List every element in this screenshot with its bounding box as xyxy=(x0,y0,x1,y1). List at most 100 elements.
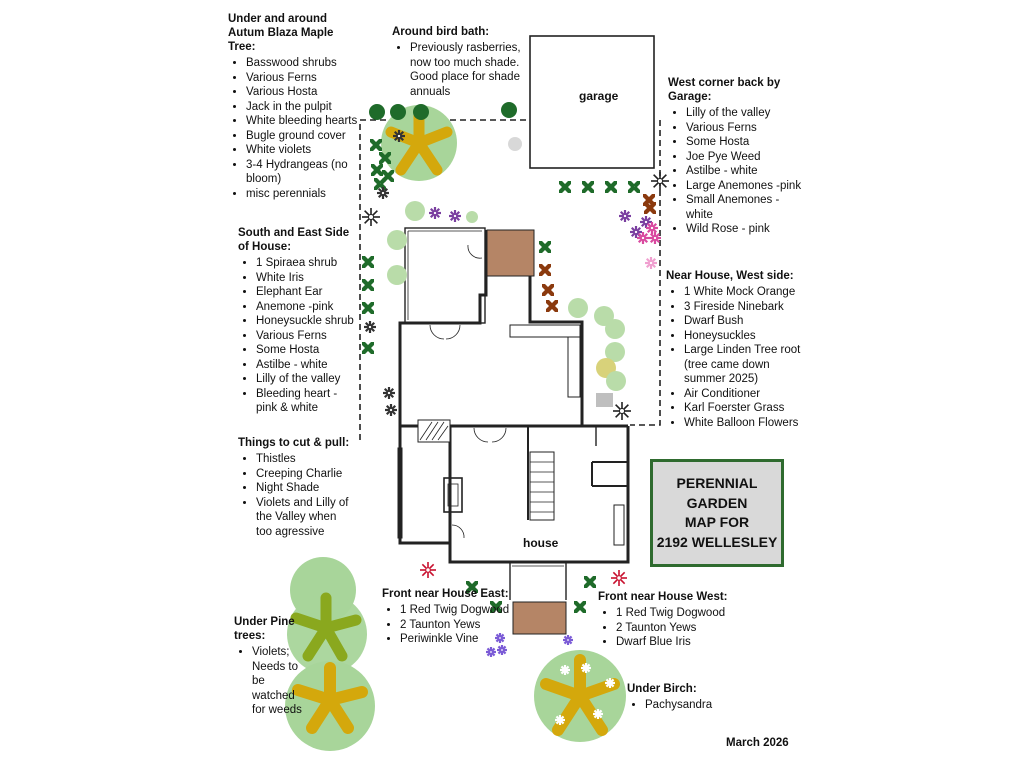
fern-icon xyxy=(643,194,655,206)
title-line: MAP FOR xyxy=(684,514,750,530)
flower-icon xyxy=(377,187,389,199)
note-title: Front near House East: xyxy=(382,588,509,600)
note-item: Bleeding heart - pink & white xyxy=(256,387,358,416)
note-item: Violets and Lilly of the Valley when too… xyxy=(256,496,350,540)
note-title: West corner back by Garage: xyxy=(668,77,781,103)
note-item: Bugle ground cover xyxy=(246,129,358,144)
note-item: Basswood shrubs xyxy=(246,56,358,71)
title-line: GARDEN xyxy=(686,494,748,511)
note-item: Small Anemones - white xyxy=(686,193,808,222)
note-list: Previously rasberries, now too much shad… xyxy=(392,41,527,99)
fern-icon xyxy=(539,264,551,276)
note-title: Under Pine trees: xyxy=(234,616,295,642)
thistle-icon xyxy=(651,172,669,190)
note-item: Some Hosta xyxy=(686,135,808,150)
note-item: Various Ferns xyxy=(256,329,358,344)
note-item: White bleeding hearts xyxy=(246,114,358,129)
note-item: Pachysandra xyxy=(645,698,727,713)
note-item: Various Hosta xyxy=(246,85,358,100)
fern-icon xyxy=(382,170,394,182)
note-item: 3 Fireside Ninebark xyxy=(684,300,806,315)
fern-icon xyxy=(370,139,382,151)
periwinkle-icon xyxy=(495,633,505,643)
garage xyxy=(529,35,655,169)
note-item: 1 Spiraea shrub xyxy=(256,256,358,271)
note-item: Night Shade xyxy=(256,481,350,496)
house-floor-plan xyxy=(397,227,630,600)
flower-icons xyxy=(362,130,669,725)
bird-bath xyxy=(508,137,522,151)
maple-tree xyxy=(381,105,457,181)
note-item: Large Anemones -pink xyxy=(686,179,808,194)
fern-icon xyxy=(490,601,502,613)
note-item: Previously rasberries, now too much shad… xyxy=(410,41,527,99)
note-item: misc perennials xyxy=(246,187,358,202)
note-item: Dwarf Blue Iris xyxy=(616,635,733,650)
fern-icon xyxy=(605,181,617,193)
note-title: Under Birch: xyxy=(627,683,697,695)
fern-icon xyxy=(559,181,571,193)
fern-icon xyxy=(574,601,586,613)
fern-icon xyxy=(628,181,640,193)
note-item: Various Ferns xyxy=(686,121,808,136)
note-title: South and East Side of House: xyxy=(238,227,350,253)
note-item: Anemone -pink xyxy=(256,300,358,315)
note-list: 1 White Mock Orange3 Fireside NinebarkDw… xyxy=(666,285,806,430)
note-maple: Under and around Autum Blaza Maple Tree:… xyxy=(228,12,358,201)
note-item: Elephant Ear xyxy=(256,285,358,300)
pine-trees xyxy=(285,557,375,751)
note-item: Honeysuckles xyxy=(684,329,806,344)
thistle-icon xyxy=(362,208,380,226)
ferns-top-row xyxy=(369,102,517,120)
fern-icon xyxy=(362,256,374,268)
fern-icon xyxy=(362,302,374,314)
note-list: Basswood shrubsVarious FernsVarious Host… xyxy=(228,56,358,201)
air-conditioner xyxy=(596,393,613,407)
fern-icon xyxy=(582,181,594,193)
flower-icon xyxy=(630,226,642,238)
note-item: Air Conditioner xyxy=(684,387,806,402)
note-item: Creeping Charlie xyxy=(256,467,350,482)
note-item: Astilbe - white xyxy=(686,164,808,179)
flower-icon xyxy=(385,404,397,416)
note-cut-pull: Things to cut & pull:ThistlesCreeping Ch… xyxy=(238,436,350,539)
note-item: 1 Red Twig Dogwood xyxy=(400,603,512,618)
note-list: Lilly of the valleyVarious FernsSome Hos… xyxy=(668,106,808,237)
pachysandra-icon xyxy=(581,663,591,673)
flower-icon xyxy=(646,222,658,234)
flower-icon xyxy=(364,321,376,333)
note-west-corner: West corner back by Garage: Lilly of the … xyxy=(668,76,808,237)
flower-icon xyxy=(449,210,461,222)
note-list: ThistlesCreeping CharlieNight ShadeViole… xyxy=(238,452,350,539)
note-title: Front near House West: xyxy=(598,591,728,603)
note-list: 1 Spiraea shrubWhite IrisElephant EarAne… xyxy=(238,256,358,416)
flower-icon xyxy=(645,257,657,269)
date-label: March 2026 xyxy=(726,737,789,749)
front-patio xyxy=(512,601,567,635)
note-item: Lilly of the valley xyxy=(686,106,808,121)
flower-icon xyxy=(393,130,405,142)
note-item: Some Hosta xyxy=(256,343,358,358)
note-item: Jack in the pulpit xyxy=(246,100,358,115)
note-front-east: Front near House East: 1 Red Twig Dogwood… xyxy=(382,587,512,647)
house-label: house xyxy=(523,536,559,550)
note-south-east: South and East Side of House: 1 Spiraea s… xyxy=(238,226,358,416)
note-item: 3-4 Hydrangeas (no bloom) xyxy=(246,158,358,187)
note-item: 2 Taunton Yews xyxy=(400,618,512,633)
note-item: Astilbe - white xyxy=(256,358,358,373)
flower-icon xyxy=(429,207,441,219)
map-title-box: PERENNIAL GARDEN MAP FOR 2192 WELLESLEY xyxy=(650,459,784,567)
fern-icon xyxy=(466,581,478,593)
flower-icon xyxy=(619,210,631,222)
note-front-west: Front near House West:1 Red Twig Dogwood… xyxy=(598,590,733,650)
note-item: Thistles xyxy=(256,452,350,467)
note-item: Dwarf Bush xyxy=(684,314,806,329)
note-item: Joe Pye Weed xyxy=(686,150,808,165)
garage-label: garage xyxy=(579,89,619,103)
fern-icon xyxy=(546,300,558,312)
note-birch: Under Birch: Pachysandra xyxy=(627,682,727,713)
note-item: Periwinkle Vine xyxy=(400,632,512,647)
fern-icon xyxy=(542,284,554,296)
note-item: 1 White Mock Orange xyxy=(684,285,806,300)
